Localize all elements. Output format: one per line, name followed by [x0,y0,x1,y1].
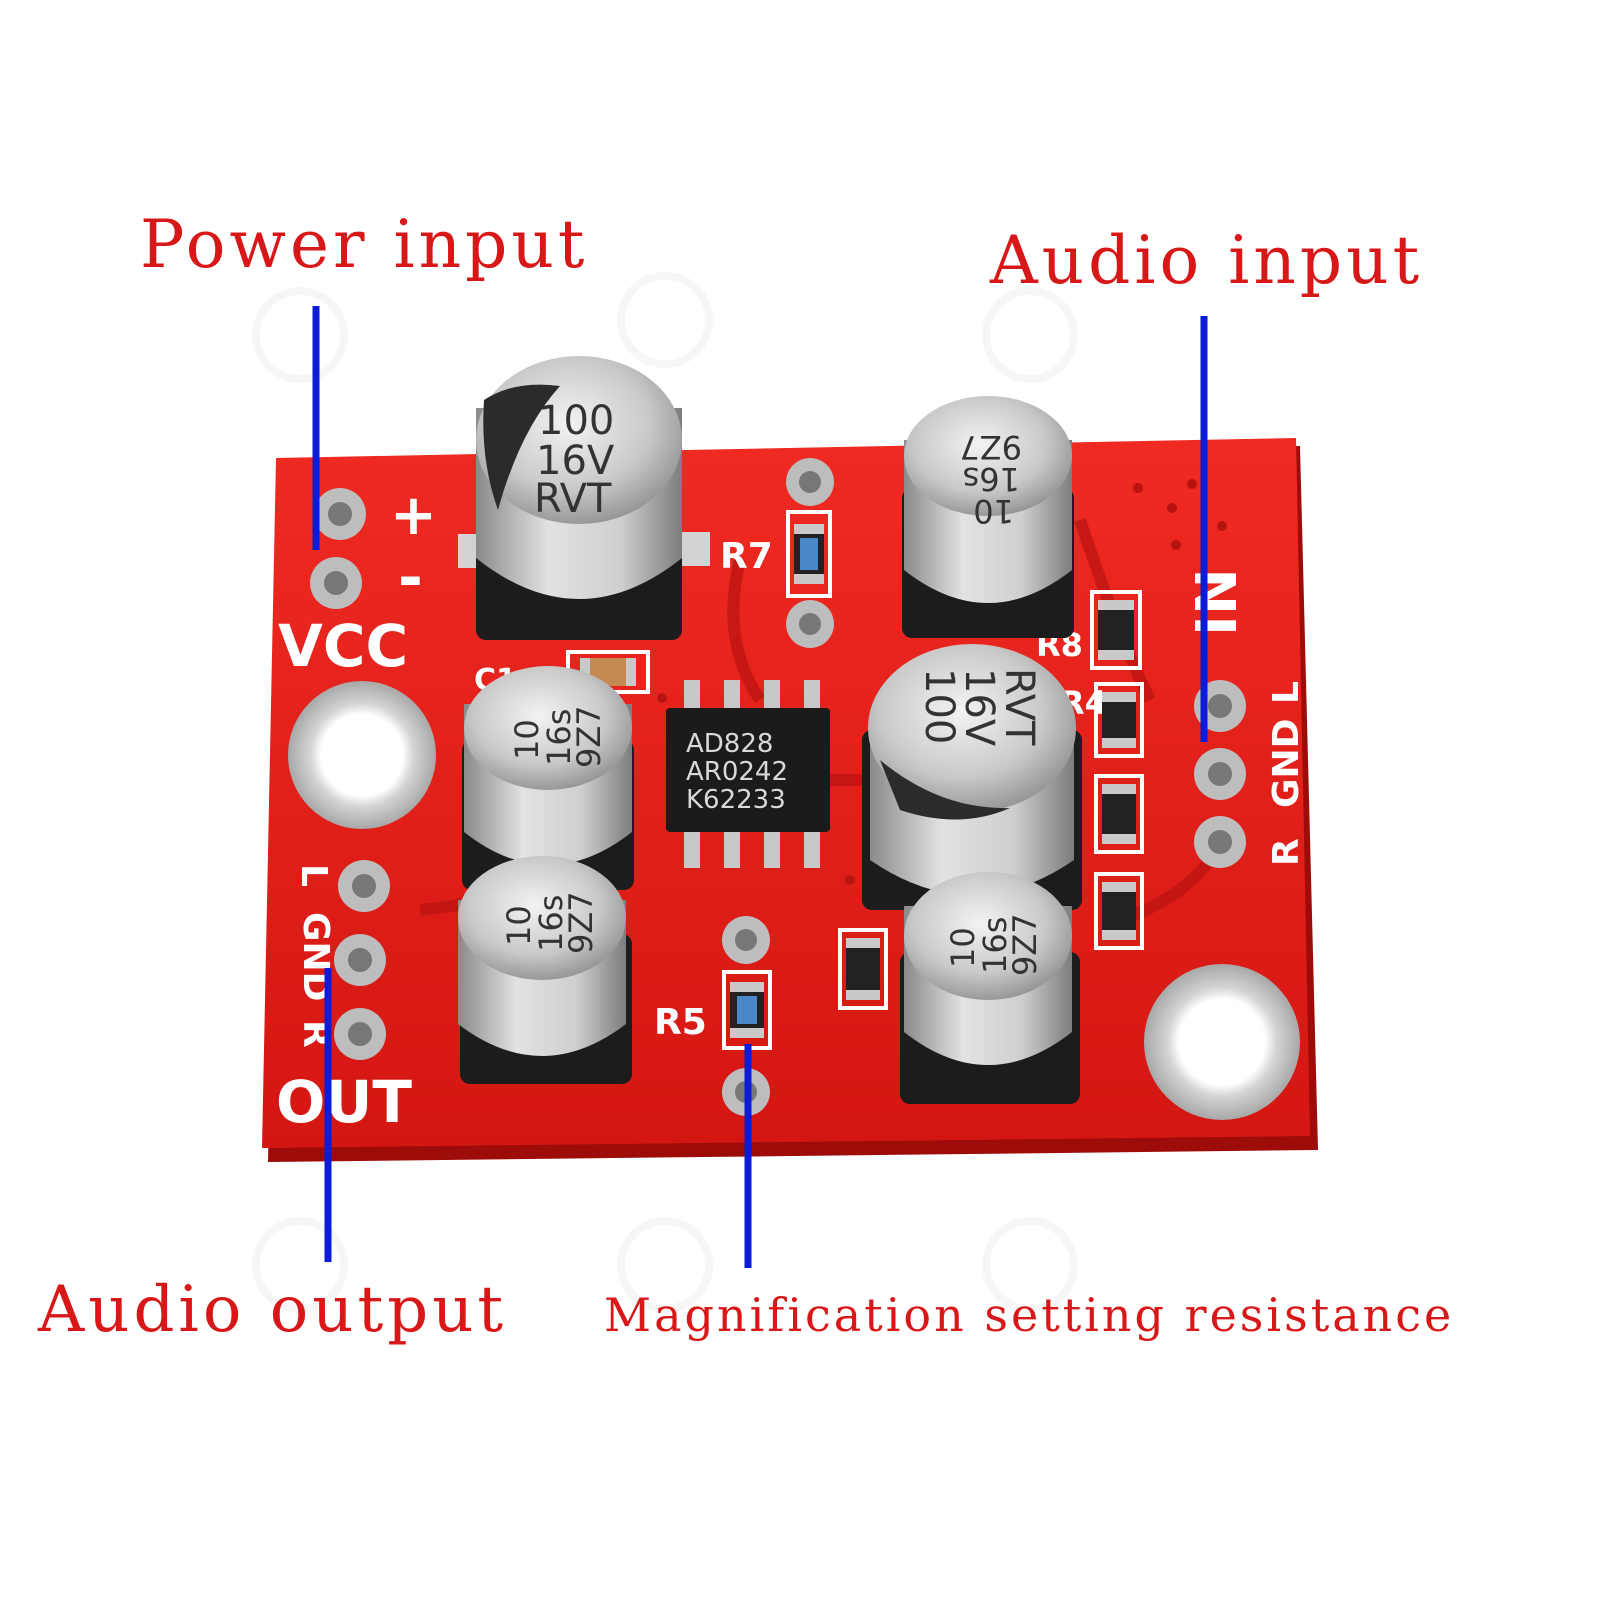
cap-tr-value: 10 [973,492,1014,530]
silk-in: IN [1185,568,1250,636]
cap-br-voltage: 16s [976,917,1014,974]
watermark-group [252,272,1078,1313]
cap-tr-code: 9Z7 [959,428,1022,466]
resistor-left [838,928,888,1010]
pad-r7-top [786,458,834,506]
cap-bl-voltage: 16s [532,895,570,952]
callout-power-input: Power input [140,206,589,283]
silk-vcc: VCC [278,612,408,680]
cap-mid-value: 100 [916,668,962,744]
callout-audio-input: Audio input [990,222,1424,299]
silk-out: OUT [276,1068,412,1136]
pad-vcc-plus [314,488,366,540]
callout-magnification-resistance: Magnification setting resistance [604,1288,1455,1342]
cap-ml-voltage: 16s [540,709,578,766]
silk-in-gnd: GND [1266,718,1307,808]
leader-lines [312,306,1208,1268]
silk-plus: + [390,483,437,548]
pad-r7-bottom [786,600,834,648]
resistor-r8 [1090,590,1142,670]
silk-out-l: L [293,864,334,887]
pads [310,458,1246,1116]
cap-mid-series: RVT [996,668,1042,746]
cap-top-voltage: 16V [536,438,615,484]
resistor-r5 [722,970,772,1050]
resistor-mid [1094,774,1144,854]
capacitor-100uf-mid: 100 16V RVT [862,644,1082,910]
ic-ad828: AD828 AR0242 K62233 [666,680,830,868]
pad-in-r [1194,816,1246,868]
cap-top-value: 100 [538,398,614,444]
smd-resistors [458,510,1144,1050]
cap-bl-code: 9Z7 [562,891,600,954]
cap-bl-value: 10 [500,905,538,946]
ic-marking-line1: AD828 [686,729,773,759]
cap-ml-code: 9Z7 [570,705,608,768]
pad-out-gnd [334,934,386,986]
callout-audio-output: Audio output [38,1273,508,1347]
resistor-r7 [786,510,832,598]
capacitor-10uf-top-right: 10 16s 9Z7 [902,396,1074,638]
cap-br-code: 9Z7 [1006,913,1044,976]
silk-minus: - [398,543,423,613]
ic-marking-line3: K62233 [686,785,786,815]
capacitor-10uf-mid-left: 10 16s 9Z7 [462,666,634,890]
silk-r7: R7 [720,536,773,577]
pad-in-gnd [1194,748,1246,800]
cap-mid-voltage: 16V [956,668,1002,747]
cap-ml-value: 10 [508,719,546,760]
capacitor-100uf-top: 100 16V RVT [476,356,682,640]
silk-r5: R5 [654,1002,707,1043]
cap-br-value: 10 [944,927,982,968]
pad-r5-top [722,916,770,964]
smd-pad-left [458,532,710,568]
silk-in-l: L [1266,681,1307,704]
pad-out-r [334,1008,386,1060]
cap-top-series: RVT [534,476,612,522]
resistor-low [1094,872,1144,950]
ic-marking-line2: AR0242 [686,757,788,787]
silk-in-r: R [1266,838,1307,866]
capacitor-10uf-bottom-right: 10 16s 9Z7 [900,872,1080,1104]
pad-out-l [338,860,390,912]
pad-vcc-minus [310,557,362,609]
cap-tr-voltage: 16s [963,460,1020,498]
capacitor-10uf-bottom-left: 10 16s 9Z7 [458,856,632,1084]
resistor-r4 [1094,682,1144,758]
